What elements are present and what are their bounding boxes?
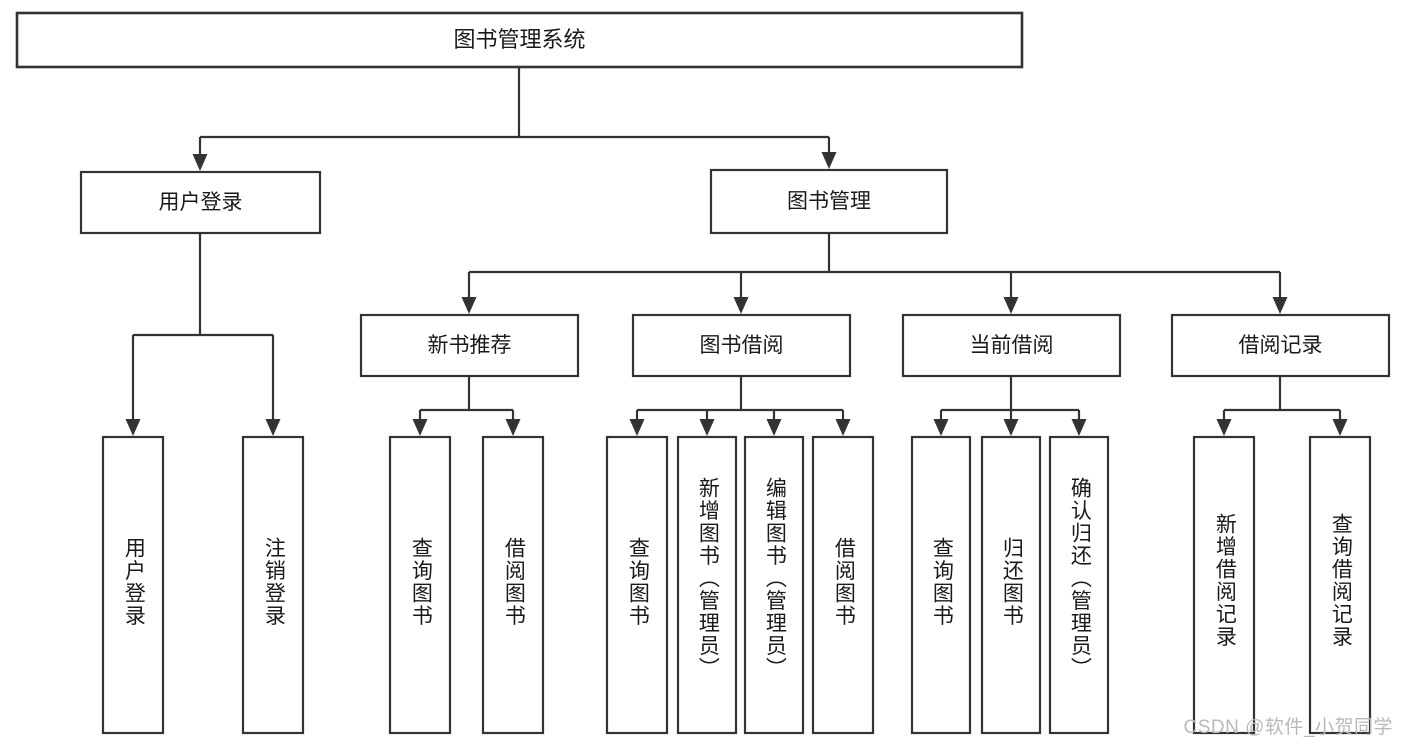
node-leaf-return-book[interactable] [980,435,1042,735]
edges-layer [125,67,1348,436]
arrow-head [733,297,749,314]
node-leaf-add-book[interactable] [676,435,738,735]
arrow-head [1332,419,1348,436]
node-box-leaf-add-book[interactable] [676,435,738,735]
node-box-leaf-return-book[interactable] [980,435,1042,735]
node-label-user-login: 用户登录 [159,191,243,214]
node-box-leaf-edit-book[interactable] [743,435,805,735]
edge-group-book-admin-to-level2 [461,233,1288,314]
arrow-head [461,297,477,314]
node-current-borrow[interactable]: 当前借阅 [901,313,1122,378]
arrow-head [1216,419,1232,436]
watermark-text: CSDN @软件_小贺同学 [1183,717,1393,738]
node-box-leaf-query-book-cur[interactable] [910,435,972,735]
arrow-head [699,419,715,436]
node-leaf-borrow-book[interactable] [811,435,875,735]
node-leaf-query-book-rec[interactable] [388,435,452,735]
edge-group-new-book-rec-to-leaves [412,376,521,436]
arrow-head [505,419,521,436]
node-leaf-user-login[interactable] [101,435,165,735]
node-label-book-admin: 图书管理 [787,190,871,213]
node-box-current-borrow[interactable] [901,313,1122,378]
arrow-head [933,419,949,436]
node-box-leaf-query-record[interactable] [1308,435,1372,735]
arrow-head [629,419,645,436]
node-box-leaf-borrow-book[interactable] [811,435,875,735]
node-root[interactable]: 图书管理系统 [15,11,1024,69]
node-box-leaf-user-logout[interactable] [241,435,305,735]
edge-group-borrow-record-to-leaves [1216,376,1348,436]
arrow-head [125,419,141,436]
arrow-head [821,152,837,169]
node-new-book-rec[interactable]: 新书推荐 [359,313,580,378]
arrow-head [835,419,851,436]
node-label-book-borrow: 图书借阅 [700,334,784,357]
edge-group-root-to-level1 [192,67,837,171]
node-box-root[interactable] [15,11,1024,69]
node-box-leaf-user-login[interactable] [101,435,165,735]
node-leaf-query-book[interactable] [605,435,669,735]
arrow-head [1272,297,1288,314]
arrow-head [265,419,281,436]
node-book-admin[interactable]: 图书管理 [709,168,949,235]
node-box-book-borrow[interactable] [631,313,852,378]
node-box-leaf-add-record[interactable] [1192,435,1256,735]
node-book-borrow[interactable]: 图书借阅 [631,313,852,378]
node-box-user-login[interactable] [79,170,322,235]
node-box-leaf-query-book-rec[interactable] [388,435,452,735]
edge-group-current-borrow-to-leaves [933,376,1087,436]
node-label-new-book-rec: 新书推荐 [428,334,512,357]
node-leaf-borrow-book-rec[interactable] [481,435,545,735]
arrow-head [1071,419,1087,436]
node-box-book-admin[interactable] [709,168,949,235]
node-box-new-book-rec[interactable] [359,313,580,378]
arrow-head [412,419,428,436]
node-label-root: 图书管理系统 [453,27,585,52]
arrow-head [1003,297,1019,314]
node-leaf-user-logout[interactable] [241,435,305,735]
node-borrow-record[interactable]: 借阅记录 [1170,313,1391,378]
node-leaf-query-book-cur[interactable] [910,435,972,735]
node-label-current-borrow: 当前借阅 [970,334,1054,357]
node-user-login[interactable]: 用户登录 [79,170,322,235]
node-box-leaf-query-book[interactable] [605,435,669,735]
node-leaf-add-record[interactable] [1192,435,1256,735]
edge-group-book-borrow-to-leaves [629,376,851,436]
arrow-head [766,419,782,436]
node-leaf-confirm-return[interactable] [1048,435,1110,735]
arrow-head [192,154,208,171]
node-leaf-query-record[interactable] [1308,435,1372,735]
node-box-borrow-record[interactable] [1170,313,1391,378]
node-box-leaf-confirm-return[interactable] [1048,435,1110,735]
arrow-head [1003,419,1019,436]
edge-group-user-login-to-leaves [125,233,281,436]
node-box-leaf-borrow-book-rec[interactable] [481,435,545,735]
node-label-borrow-record: 借阅记录 [1239,334,1323,357]
node-leaf-edit-book[interactable] [743,435,805,735]
